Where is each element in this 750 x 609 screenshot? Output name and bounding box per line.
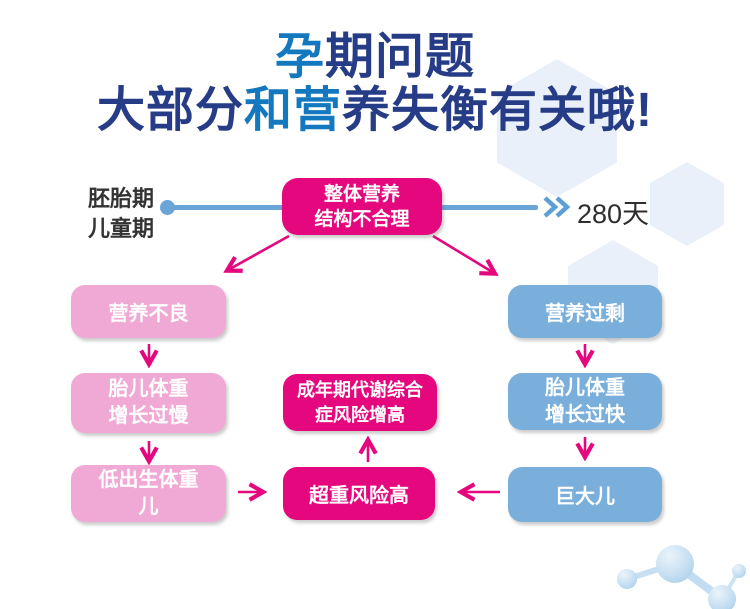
title-line-1: 孕期问题 bbox=[0, 30, 750, 85]
flow-box-malnutrition: 营养不良 bbox=[71, 285, 226, 338]
flow-box-macrosomia: 巨大儿 bbox=[508, 467, 662, 522]
flow-box-overnutrition: 营养过剩 bbox=[508, 285, 662, 338]
root-cause-line1: 整体营养 bbox=[323, 183, 400, 205]
molecule-icon bbox=[617, 545, 746, 609]
title-segment: 大部分 bbox=[96, 84, 244, 137]
box-line: 儿 bbox=[138, 495, 159, 518]
box-line: 巨大儿 bbox=[555, 486, 615, 508]
double-chevron-right-icon bbox=[543, 196, 571, 218]
title-segment: 养失衡有关哦! bbox=[342, 84, 654, 137]
flow-box-slow-fetal-growth: 胎儿体重 增长过慢 bbox=[71, 373, 226, 433]
title-segment: 和营 bbox=[244, 84, 343, 137]
timeline-dot-icon bbox=[160, 200, 175, 215]
hexagon-decoration bbox=[497, 59, 617, 197]
duration-label: 280天 bbox=[577, 199, 650, 229]
box-line: 成年期代谢综合 bbox=[297, 379, 423, 400]
box-line: 增长过慢 bbox=[108, 405, 189, 427]
hexagon-decoration bbox=[650, 162, 724, 246]
flow-box-metabolic-syndrome-risk: 成年期代谢综合 症风险增高 bbox=[283, 374, 437, 431]
root-cause-box: 整体营养 结构不合理 bbox=[282, 178, 442, 235]
box-line: 低出生体重 bbox=[98, 468, 199, 491]
box-line: 增长过快 bbox=[545, 403, 625, 426]
flow-box-fast-fetal-growth: 胎儿体重 增长过快 bbox=[508, 373, 662, 430]
box-line: 超重风险高 bbox=[309, 485, 409, 507]
root-cause-line2: 结构不合理 bbox=[314, 208, 410, 230]
box-line: 营养过剩 bbox=[545, 303, 625, 325]
flow-box-low-birth-weight: 低出生体重 儿 bbox=[71, 465, 226, 522]
box-line: 营养不良 bbox=[108, 303, 189, 325]
page-title: 孕期问题 大部分和营养失衡有关哦! bbox=[0, 30, 750, 137]
title-segment: 孕 bbox=[274, 30, 325, 84]
box-line: 胎儿体重 bbox=[108, 378, 189, 400]
stage-label-line1: 胚胎期 bbox=[88, 186, 155, 211]
title-segment: 期问题 bbox=[325, 30, 476, 84]
stage-label-line2: 儿童期 bbox=[88, 216, 155, 241]
title-line-2: 大部分和营养失衡有关哦! bbox=[0, 85, 750, 137]
flow-box-overweight-risk: 超重风险高 bbox=[283, 467, 435, 520]
box-line: 胎儿体重 bbox=[545, 376, 625, 399]
box-line: 症风险增高 bbox=[315, 404, 405, 425]
stage-label: 胚胎期 儿童期 bbox=[88, 184, 154, 244]
